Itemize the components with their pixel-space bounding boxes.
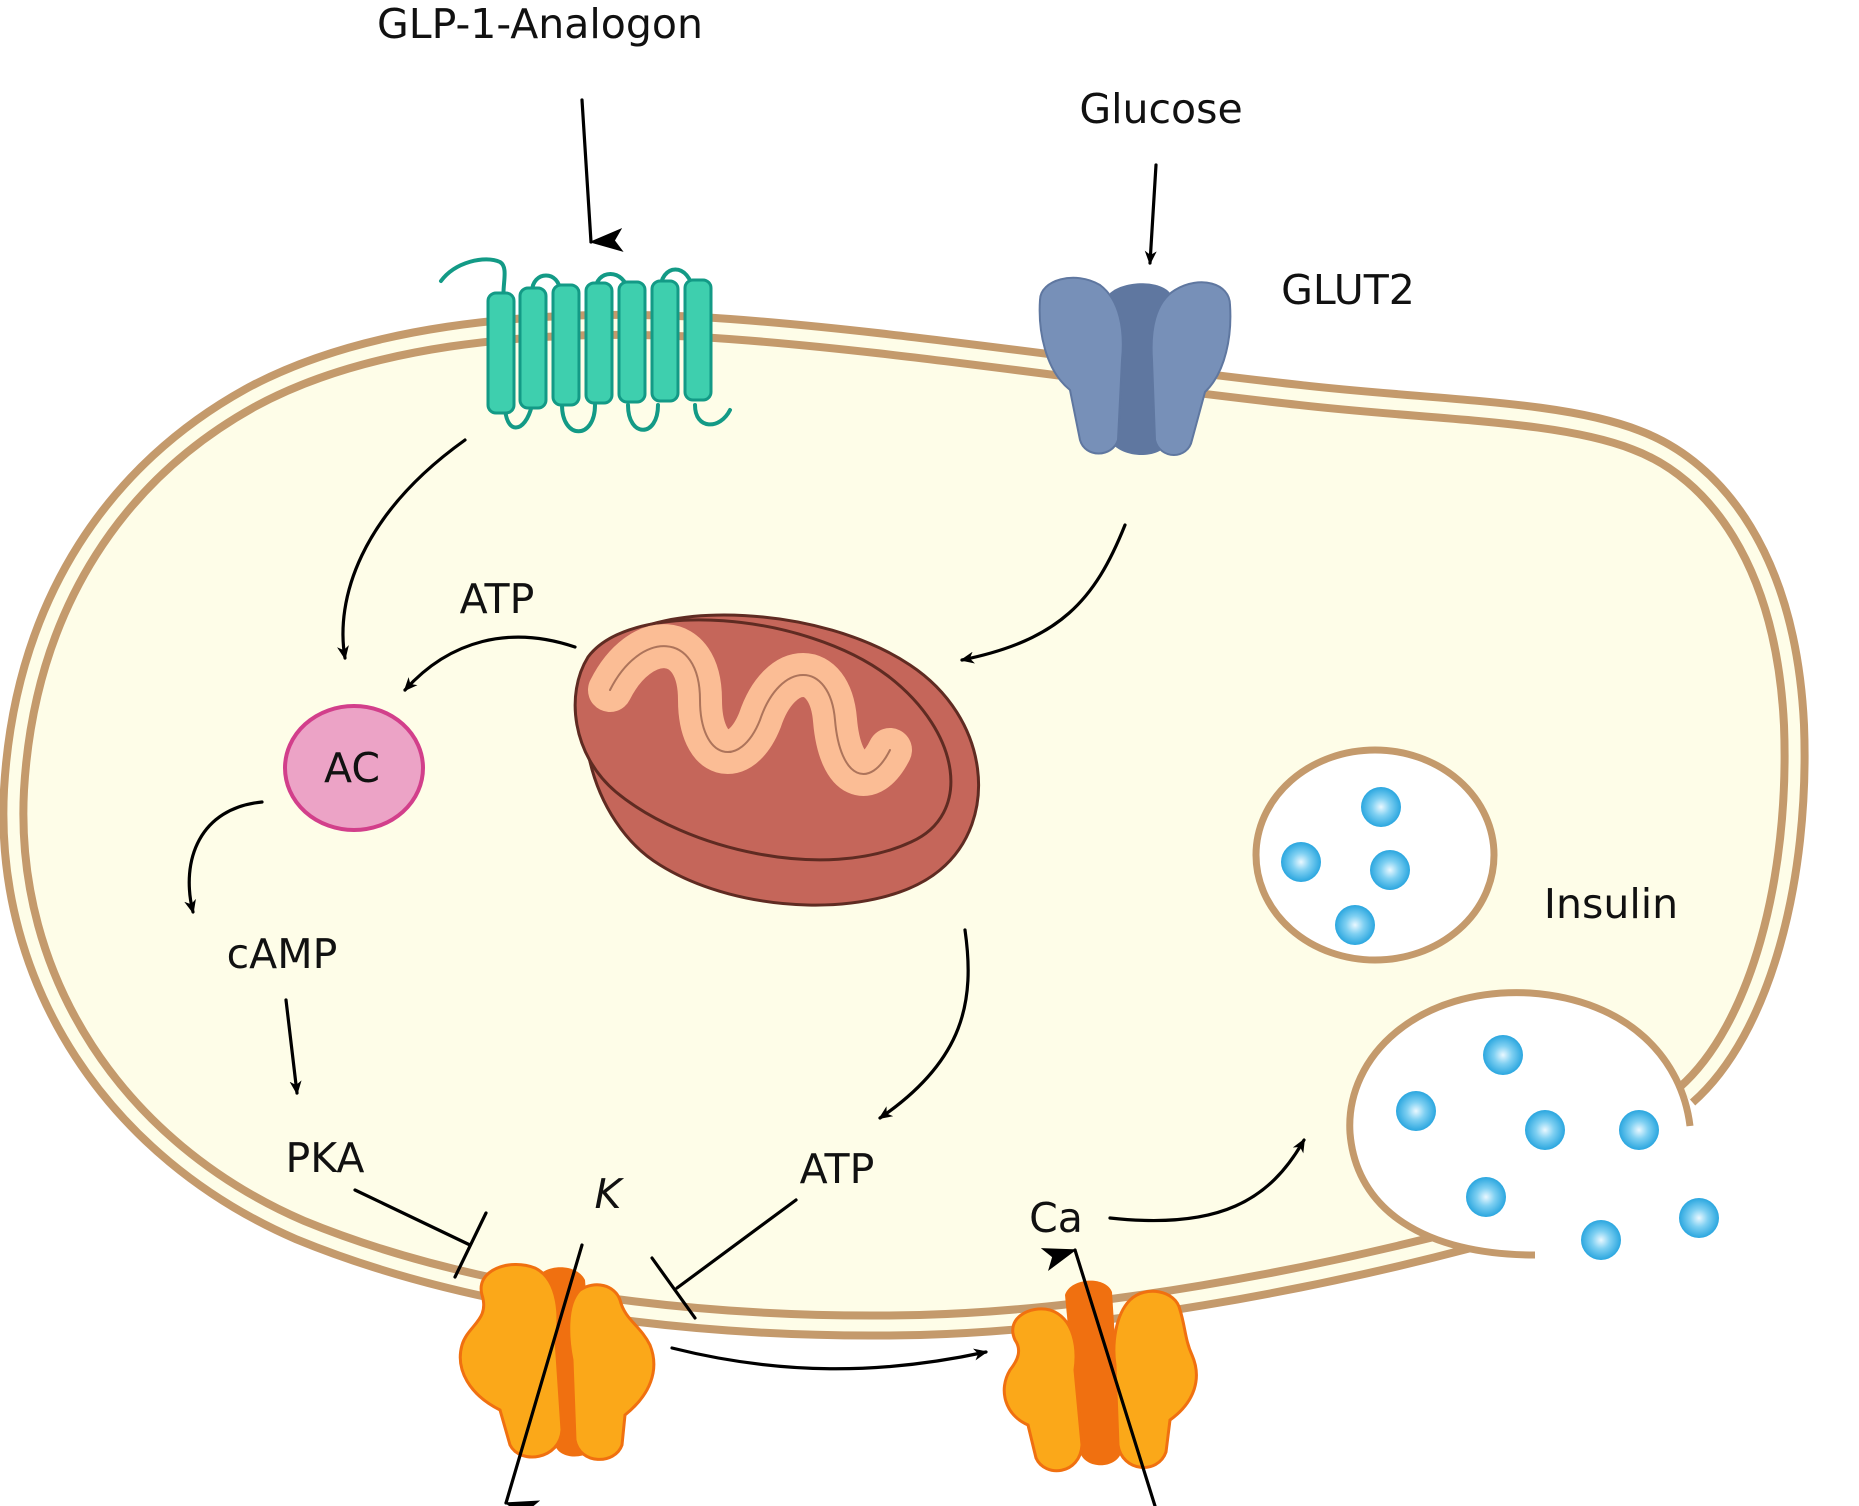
label-glp1-analogon: GLP-1-Analogon	[377, 0, 703, 48]
arrow-k-efflux	[504, 1243, 584, 1506]
arrow-receptor-to-ac	[337, 438, 467, 660]
labels: GLP-1-Analogon Glucose GLUT2 ATP cAMP PK…	[227, 0, 1678, 1242]
arrow-ca-to-vesicle	[1108, 1138, 1306, 1223]
arrow-camp-to-pka	[284, 998, 302, 1095]
arrow-k-channel-to-ca-channel	[670, 1346, 988, 1371]
glp1-receptor	[439, 257, 732, 434]
insulin-granule	[1335, 905, 1375, 945]
arrows	[184, 98, 1306, 1506]
label-atp-top: ATP	[460, 575, 535, 623]
label-pka: PKA	[286, 1134, 365, 1182]
inhibition-pka-to-k-channel	[353, 1188, 472, 1247]
insulin-granule	[1619, 1110, 1659, 1150]
glut2-transporter	[1038, 276, 1232, 456]
label-ca: Ca	[1029, 1194, 1083, 1242]
inhibition-atp-to-k-channel	[675, 1198, 798, 1290]
arrow-ac-to-camp	[184, 800, 264, 914]
k-channel-right-subunit	[567, 1283, 656, 1461]
insulin-granule	[1581, 1220, 1621, 1260]
inhibition-atp-bar	[650, 1256, 697, 1320]
inhibition-pka-bar	[453, 1211, 488, 1279]
arrow-ca-influx	[1040, 1248, 1157, 1506]
insulin-granule	[1679, 1198, 1719, 1238]
label-camp: cAMP	[227, 930, 338, 978]
insulin-granule	[1525, 1110, 1565, 1150]
arrow-mito-to-atp	[878, 928, 970, 1120]
label-glut2: GLUT2	[1281, 266, 1415, 314]
insulin-granule	[1361, 787, 1401, 827]
insulin-granule	[1370, 850, 1410, 890]
insulin-granule	[1281, 842, 1321, 882]
adenylate-cyclase: AC	[283, 704, 425, 832]
label-insulin: Insulin	[1544, 880, 1678, 928]
insulin-vesicle	[1252, 746, 1498, 964]
ca-channel-left-subunit	[1002, 1307, 1084, 1473]
receptor-loops	[439, 257, 732, 434]
cell-membrane-inner-line	[7, 318, 1801, 1332]
arrow-glut2-to-mito	[960, 523, 1127, 664]
insulin-granule	[1466, 1177, 1506, 1217]
arrow-glucose-to-glut2	[1144, 163, 1158, 265]
label-glucose: Glucose	[1079, 85, 1242, 133]
glut2-left-subunit	[1038, 276, 1124, 455]
k-channel-left-subunit	[458, 1263, 564, 1459]
label-k: K	[595, 1170, 625, 1218]
ac-label: AC	[324, 744, 380, 792]
insulin-granule	[1396, 1091, 1436, 1131]
arrow-mito-atp-to-ac	[403, 635, 577, 692]
label-atp-bottom: ATP	[800, 1145, 875, 1193]
inhibitions	[353, 1188, 798, 1320]
arrow-glp1-to-receptor	[580, 98, 624, 252]
exocytosis-vesicle	[1346, 989, 1719, 1260]
ca-channel-right-subunit	[1112, 1289, 1198, 1469]
receptor-helices	[486, 278, 713, 415]
insulin-granule	[1483, 1035, 1523, 1075]
glut2-right-subunit	[1150, 281, 1232, 456]
k-atp-channel	[458, 1263, 656, 1461]
mitochondrion	[573, 613, 981, 907]
ca-channel	[1002, 1280, 1198, 1473]
